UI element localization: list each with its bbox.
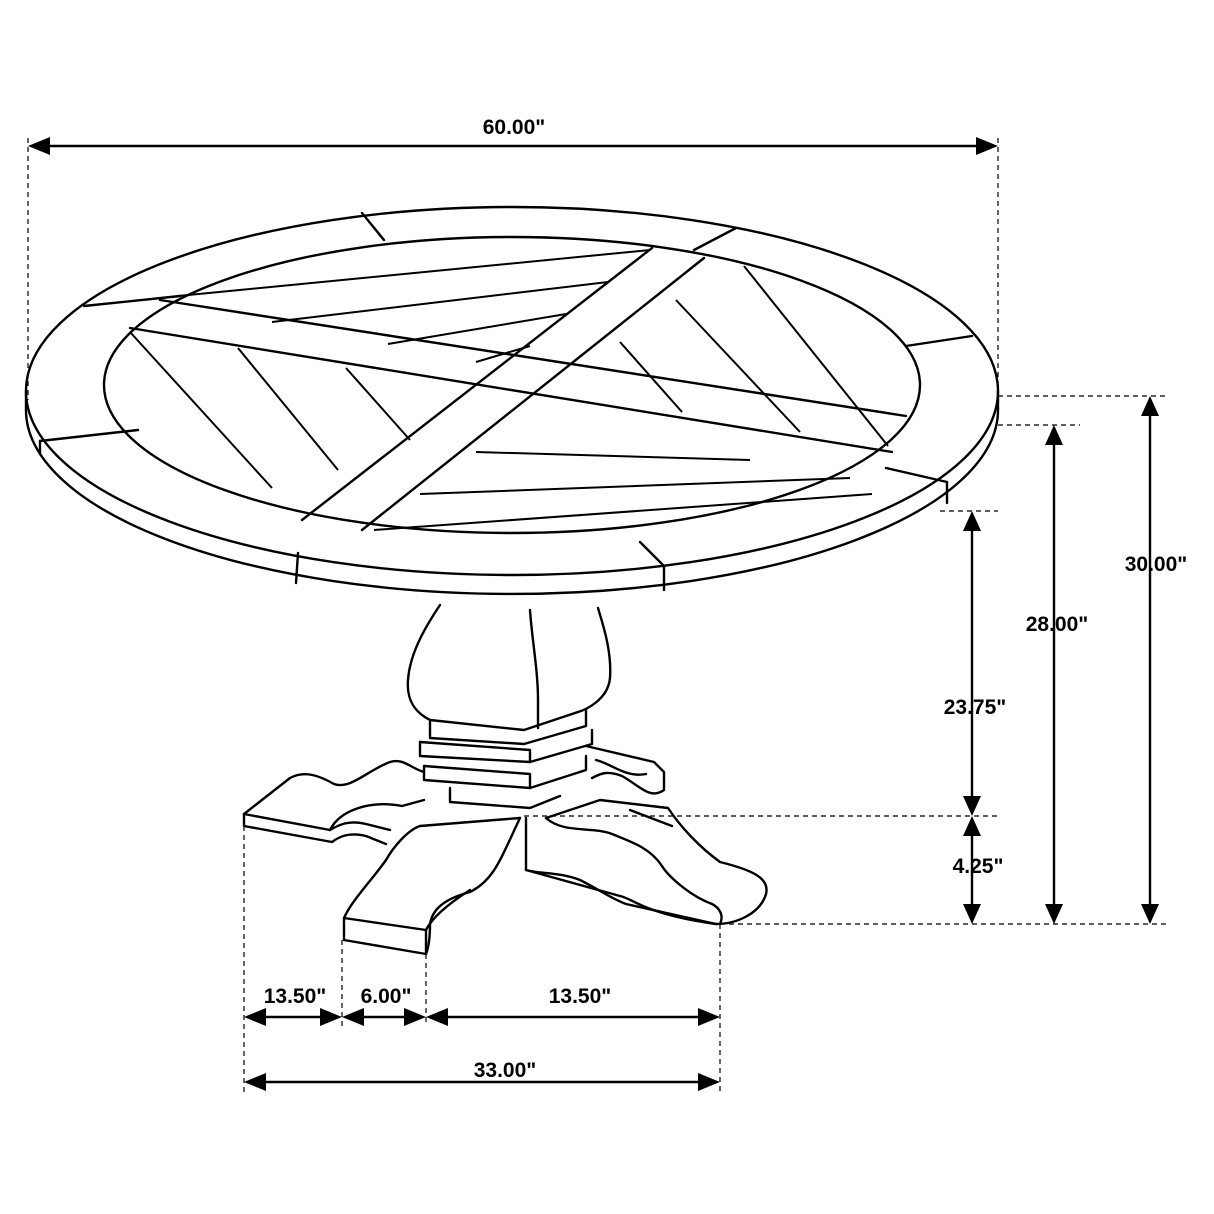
label-total-height: 30.00" [1125,553,1188,576]
table-top [24,205,1000,596]
label-base-right-foot: 13.50" [549,985,612,1008]
dim-overall-diameter [27,137,999,400]
diagonal-rail-short [300,246,706,532]
label-base-total-width: 33.00" [474,1059,537,1082]
label-base-left-foot: 13.50" [264,985,327,1008]
dim-base-widths [243,826,721,1092]
label-base-center: 6.00" [361,985,412,1008]
label-apron-to-floor: 28.00" [1026,613,1089,636]
pedestal-column [406,603,612,810]
diagonal-rail-long [128,298,908,454]
pedestal-base [242,744,768,956]
dim-apron-to-floor [998,424,1080,924]
dim-base-height [524,815,998,924]
dim-total-height [998,395,1166,924]
label-pedestal-column: 23.75" [944,696,1007,719]
table-top-thickness [24,389,1000,596]
planks-upper [177,249,651,363]
planks-left [129,331,411,489]
table-top-inner-field [102,235,922,535]
planks-right [619,265,889,447]
dim-pedestal-column [940,510,998,816]
rim-joints [38,211,974,592]
label-base-height: 4.25" [953,855,1004,878]
planks-lower [373,451,873,531]
label-overall-diameter: 60.00" [483,116,546,139]
